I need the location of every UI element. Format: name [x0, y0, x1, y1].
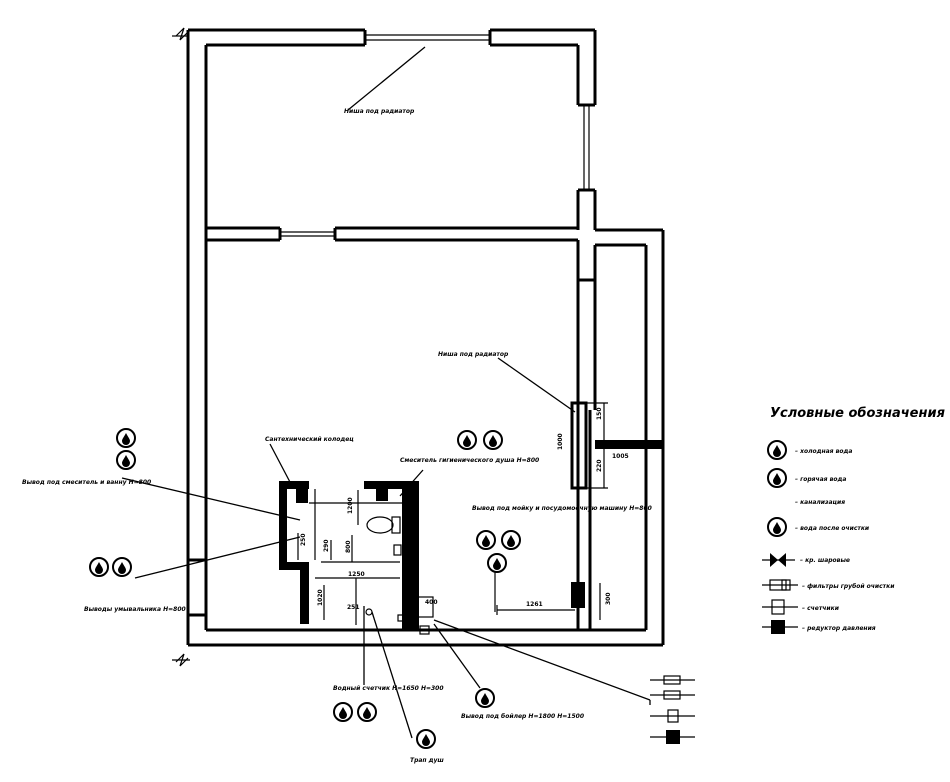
- filter-icon: [762, 579, 798, 591]
- reducer-icon: [762, 620, 798, 634]
- label-left-outlet: Вывод под смеситель и ванну Н=800: [22, 479, 151, 486]
- bathroom: 250 290 1200 800 1020 1250 251 400: [279, 481, 438, 635]
- dim-1020: 1020: [317, 589, 324, 606]
- hot-water-icon: [767, 468, 787, 488]
- dim-1005: 1005: [612, 453, 629, 460]
- label-hygienic-shower: Смеситель гигиенического душа Н=800: [400, 457, 539, 464]
- sink-dimension: 1261 300: [494, 560, 612, 620]
- label-niche-top: Ниша под радиатор: [344, 108, 415, 115]
- legend: Условные обозначения – холодная вода – г…: [762, 406, 945, 634]
- plan-labels: Ниша под радиатор Ниша под радиатор Сант…: [22, 108, 652, 764]
- label-niche-right: Ниша под радиатор: [438, 351, 509, 358]
- legend-filter: – фильтры грубой очистки: [802, 583, 895, 590]
- legend-title: Условные обозначения: [770, 406, 945, 421]
- dim-400: 400: [425, 599, 438, 606]
- dim-1200: 1200: [347, 497, 354, 514]
- dim-220: 220: [596, 459, 603, 472]
- legend-cold: – холодная вода: [795, 448, 852, 455]
- dim-1261: 1261: [526, 601, 543, 608]
- fitting-stack: [650, 675, 695, 744]
- meter-icon: [762, 599, 798, 615]
- valve-icon: [762, 553, 795, 567]
- label-washbasin: Выводы умывальника Н=800: [84, 606, 186, 613]
- label-installation-well: Сантехнический колодец: [265, 436, 354, 443]
- label-sink-outlet: Вывод под мойку и посудомоечную машину Н…: [472, 505, 652, 512]
- dim-1250: 1250: [348, 571, 365, 578]
- legend-valve: – кр. шаровые: [800, 557, 850, 564]
- dim-250: 250: [300, 533, 307, 546]
- outer-walls: [172, 27, 665, 667]
- legend-purified: – вода после очистки: [795, 525, 870, 532]
- label-boiler: Водный счетчик Н=1650 Н=300: [333, 685, 444, 692]
- legend-meter: – счетчики: [802, 605, 840, 612]
- cold-water-icon: [767, 440, 787, 460]
- drinking-water-icon: [767, 517, 787, 537]
- dim-300: 300: [605, 592, 612, 605]
- dim-290: 290: [323, 539, 330, 552]
- dim-800: 800: [345, 540, 352, 553]
- legend-reducer: – редуктор давления: [802, 625, 876, 632]
- legend-sewer: – канализация: [795, 499, 845, 506]
- leaders: [121, 46, 651, 739]
- dim-150: 150: [596, 407, 603, 420]
- label-drain: Трап душ: [410, 757, 444, 764]
- dim-1000: 1000: [557, 433, 564, 450]
- dim-251: 251: [347, 604, 360, 611]
- partitions: [188, 226, 663, 630]
- legend-hot: – горячая вода: [795, 476, 846, 483]
- label-heater: Вывод под бойлер Н=1800 Н=1500: [461, 713, 584, 720]
- radiator-niche-right: 1000 150 220 1005: [557, 401, 629, 490]
